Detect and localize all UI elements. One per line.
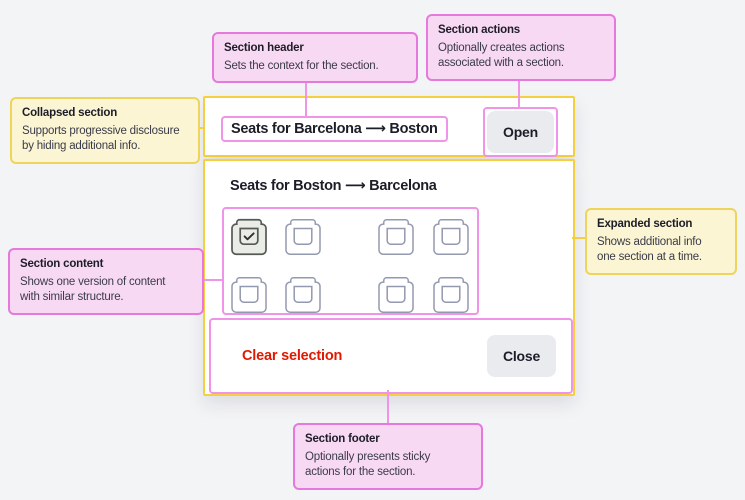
seat-row xyxy=(229,217,477,257)
collapsed-section: Seats for Barcelona ⟶ Boston Open xyxy=(203,96,575,157)
seat-icon xyxy=(231,277,267,313)
note-title: Collapsed section xyxy=(22,107,118,119)
note-collapsed-section: Collapsed section Supports progressive d… xyxy=(10,97,200,164)
note-body: Optionally creates actions associated wi… xyxy=(438,41,565,70)
seat-icon xyxy=(378,277,414,313)
connector-section-content xyxy=(201,279,222,281)
expanded-section-title: Seats for Boston ⟶ Barcelona xyxy=(230,178,437,194)
section-action-marker: Open xyxy=(483,107,558,157)
seat-icon xyxy=(285,277,321,313)
note-section-header: Section header Sets the context for the … xyxy=(212,32,418,84)
open-button[interactable]: Open xyxy=(487,111,554,153)
seat-icon xyxy=(433,277,469,313)
seat[interactable] xyxy=(376,275,416,315)
note-section-footer: Section footer Optionally presents stick… xyxy=(293,423,483,490)
close-button[interactable]: Close xyxy=(487,335,556,377)
seat[interactable] xyxy=(283,275,323,315)
note-body: Supports progressive disclosure by hidin… xyxy=(22,124,180,153)
seat-icon xyxy=(378,219,414,255)
seat-row xyxy=(229,275,477,315)
seat-map xyxy=(229,217,477,315)
note-body: Shows one version of content with simila… xyxy=(20,275,166,304)
seat[interactable] xyxy=(283,217,323,257)
seat-icon xyxy=(433,219,469,255)
check-icon xyxy=(243,232,255,241)
note-title: Section header xyxy=(224,42,304,54)
seat[interactable] xyxy=(229,275,269,315)
section-footer-marker: Clear selection Close xyxy=(209,318,573,394)
note-body: Shows additional info one section at a t… xyxy=(597,235,702,264)
note-expanded-section: Expanded section Shows additional info o… xyxy=(585,208,737,275)
note-section-content: Section content Shows one version of con… xyxy=(8,248,204,315)
seat[interactable] xyxy=(431,217,471,257)
section-header-marker: Seats for Barcelona ⟶ Boston xyxy=(221,116,448,142)
connector-collapsed-section xyxy=(195,127,205,129)
note-title: Expanded section xyxy=(597,218,693,230)
note-section-actions: Section actions Optionally creates actio… xyxy=(426,14,616,81)
connector-section-actions xyxy=(518,72,520,108)
note-body: Sets the context for the section. xyxy=(224,59,379,72)
seat-icon xyxy=(231,218,267,256)
connector-expanded-section xyxy=(572,237,587,239)
note-title: Section content xyxy=(20,258,104,270)
connector-section-header xyxy=(305,70,307,116)
note-title: Section actions xyxy=(438,24,520,36)
seat-selected[interactable] xyxy=(229,217,269,257)
expanded-section: Seats for Boston ⟶ Barcelona Clear selec… xyxy=(203,159,575,396)
section-content-marker xyxy=(222,207,479,315)
note-title: Section footer xyxy=(305,433,380,445)
section-header-text[interactable]: Seats for Barcelona ⟶ Boston xyxy=(231,121,438,137)
clear-selection-button[interactable]: Clear selection xyxy=(242,348,343,364)
note-body: Optionally presents sticky actions for t… xyxy=(305,450,431,479)
seat[interactable] xyxy=(376,217,416,257)
connector-section-footer xyxy=(387,390,389,424)
seat-icon xyxy=(285,219,321,255)
seat[interactable] xyxy=(431,275,471,315)
